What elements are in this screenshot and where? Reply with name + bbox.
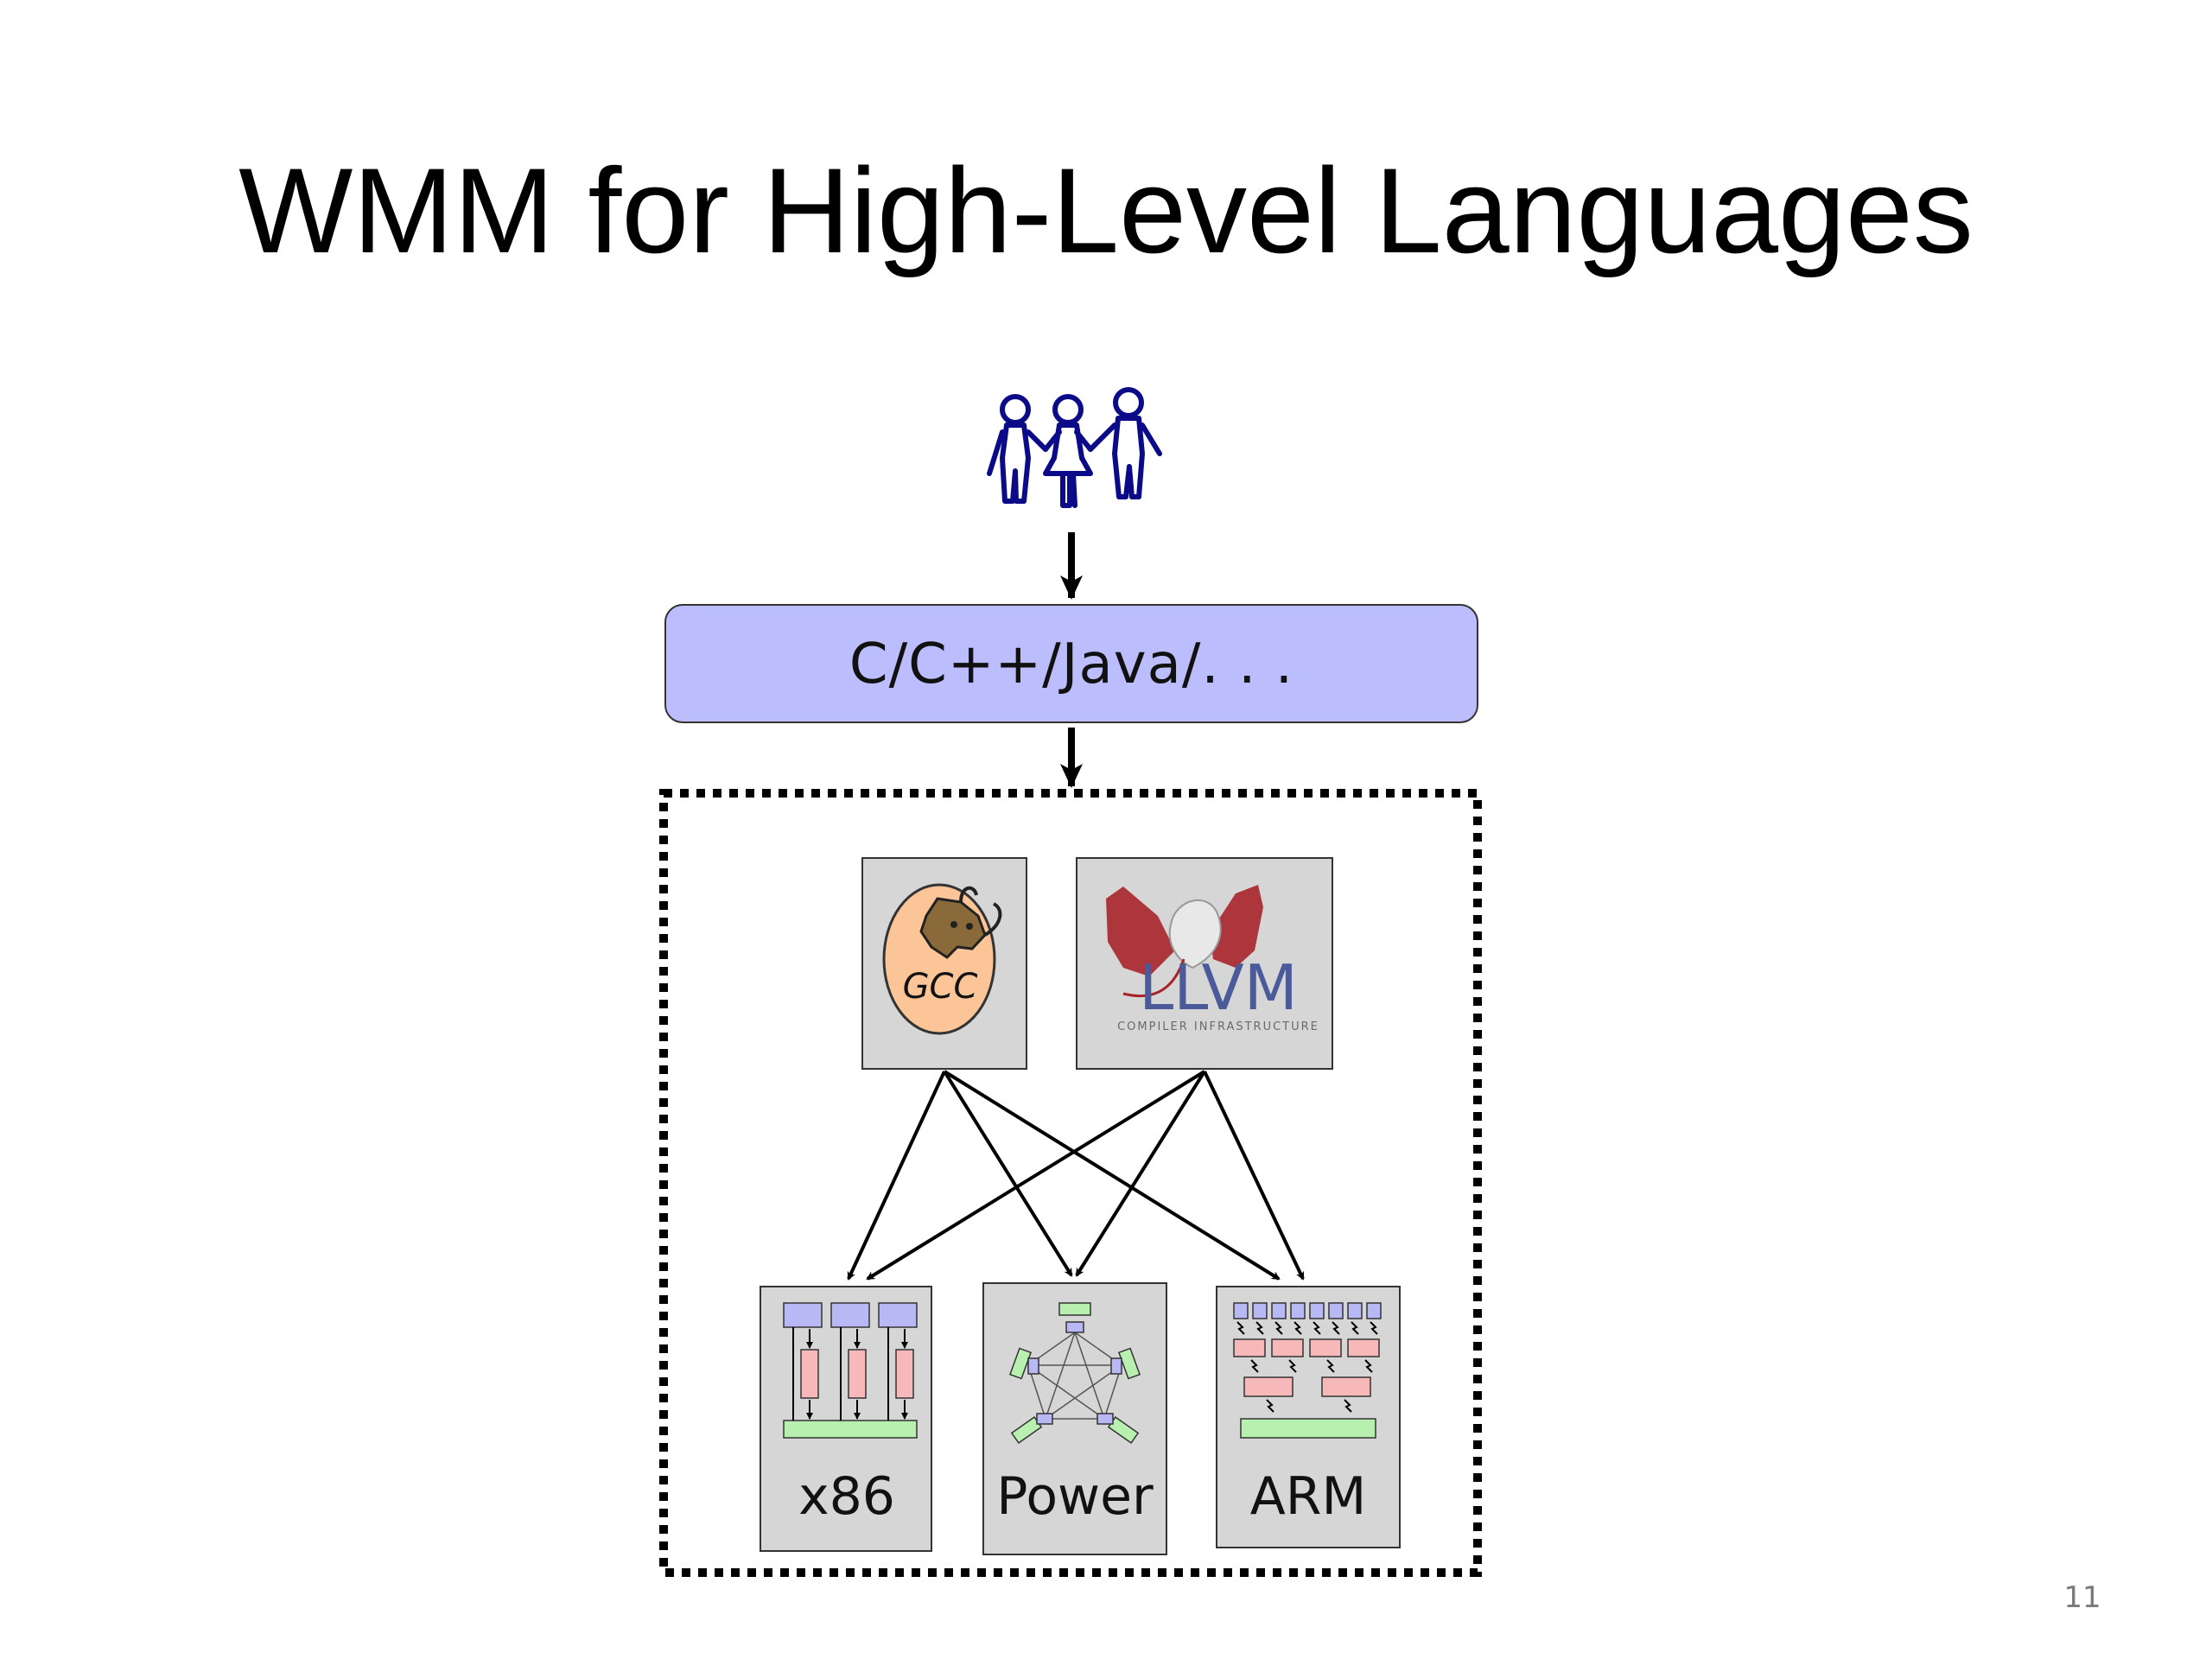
x86-architecture-icon [783,1302,918,1439]
edge-llvm-x86 [866,1070,1206,1281]
arch-arm: ARM [1216,1286,1401,1548]
compiler-llvm: LLVM COMPILER INFRASTRUCTURE [1076,857,1333,1070]
compiler-gcc: GCC [861,857,1027,1070]
compiler-to-arch-edges [847,1070,1305,1281]
page-number: 11 [2063,1580,2101,1615]
language-box: C/C++/Java/. . . [664,604,1478,723]
language-box-label: C/C++/Java/. . . [849,632,1294,696]
llvm-label: LLVM [1139,951,1298,1024]
gcc-label: GCC [903,967,978,1007]
arm-architecture-icon [1233,1302,1382,1439]
x86-label: x86 [798,1466,895,1527]
toolchain-container [659,789,1482,1577]
arch-x86: x86 [760,1286,932,1552]
power-architecture-icon [1008,1302,1141,1444]
edge-llvm-power [1075,1070,1206,1277]
edge-gcc-x86 [847,1071,946,1281]
edge-gcc-arm [943,1070,1281,1281]
llvm-sublabel: COMPILER INFRASTRUCTURE [1117,1020,1319,1033]
gnu-head-icon [882,883,1002,1035]
slide-title: WMM for High-Level Languages [238,143,1974,278]
people-icon [987,387,1162,508]
edge-llvm-arm [1203,1071,1305,1281]
arm-label: ARM [1250,1466,1367,1527]
arch-power: Power [982,1282,1167,1555]
power-label: Power [996,1466,1154,1527]
llvm-dragon-icon [1106,885,1263,998]
edge-gcc-power [943,1070,1073,1277]
